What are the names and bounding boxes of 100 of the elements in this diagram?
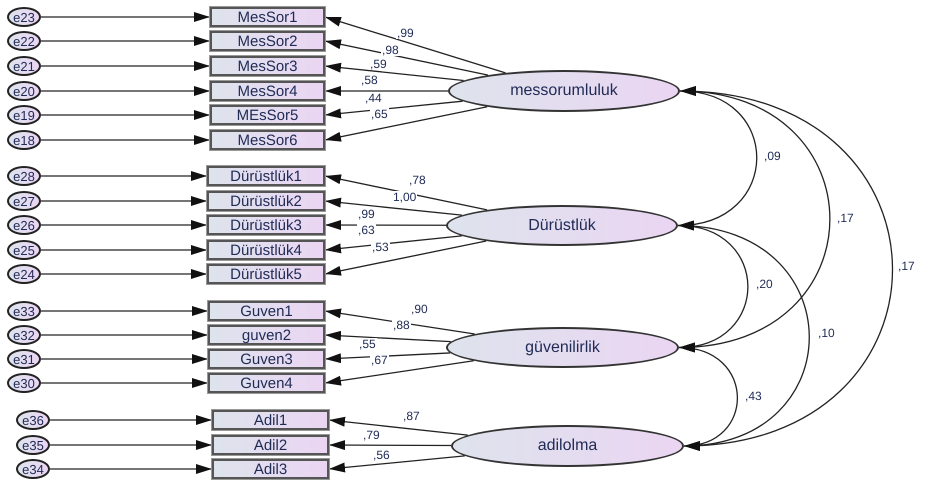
- error-term-circle: e35: [16, 435, 50, 455]
- arrow: [324, 308, 475, 335]
- latent-variable-ellipse: Dürüstlük: [446, 205, 678, 246]
- arrow: [50, 464, 212, 474]
- arrow: [41, 330, 208, 340]
- edge-label: 1,00: [392, 191, 418, 203]
- edge-label: ,90: [410, 303, 429, 315]
- error-term-circle: e30: [7, 373, 41, 393]
- indicator-box: Dürüstlük4: [207, 240, 325, 260]
- arrow: [50, 415, 212, 425]
- indicator-box: MesSor4: [210, 81, 325, 101]
- latent-variable-ellipse: güvenilirlik: [446, 327, 679, 368]
- edge-label: ,78: [408, 174, 427, 186]
- arrow: [324, 39, 488, 76]
- edge-label: ,99: [396, 27, 415, 39]
- arrow: [41, 306, 208, 316]
- error-term-circle: e36: [16, 410, 50, 430]
- edge-label: ,44: [364, 92, 383, 104]
- error-term-circle: e31: [7, 349, 41, 369]
- arrow: [41, 354, 208, 364]
- error-term-circle: e25: [7, 240, 41, 260]
- error-term-circle: e32: [7, 325, 41, 345]
- covariance-arrow: [678, 344, 738, 450]
- indicator-box: guven2: [208, 325, 325, 345]
- edge-label: ,98: [381, 44, 400, 56]
- latent-variable-ellipse: adilolma: [451, 425, 684, 467]
- arrow: [325, 220, 446, 230]
- edge-label: ,17: [836, 212, 855, 224]
- error-term-circle: e19: [7, 105, 41, 125]
- indicator-box: Dürüstlük2: [207, 191, 325, 211]
- arrow: [41, 269, 207, 279]
- arrow: [50, 440, 212, 450]
- edge-label: ,58: [360, 74, 379, 86]
- edge-label: ,63: [357, 224, 376, 236]
- indicator-box: Dürüstlük1: [207, 166, 325, 186]
- arrow: [41, 110, 210, 120]
- arrow: [41, 171, 207, 181]
- arrow: [41, 12, 210, 22]
- arrow: [324, 106, 488, 142]
- error-term-circle: e26: [7, 215, 41, 235]
- arrow: [41, 86, 210, 96]
- arrow: [324, 360, 474, 386]
- edge-label: ,59: [369, 58, 388, 70]
- indicator-box: Guven3: [208, 349, 325, 369]
- indicator-box: Guven1: [208, 301, 325, 321]
- indicator-box: Adil2: [212, 435, 329, 455]
- arrow: [41, 36, 210, 46]
- edge-label: ,09: [763, 150, 782, 162]
- arrow: [41, 61, 210, 71]
- error-term-circle: e22: [7, 31, 41, 51]
- indicator-box: MesSor1: [210, 7, 325, 27]
- edge-label: ,17: [897, 260, 916, 272]
- edge-label: ,99: [357, 208, 376, 220]
- error-term-circle: e27: [7, 191, 41, 211]
- error-term-circle: e20: [7, 81, 41, 101]
- indicator-box: Guven4: [208, 373, 325, 393]
- edge-label: ,67: [370, 354, 389, 366]
- edge-label: ,53: [371, 241, 390, 253]
- arrow: [41, 378, 208, 388]
- indicator-box: Dürüstlük5: [207, 264, 325, 284]
- error-term-circle: e28: [7, 166, 41, 186]
- indicator-box: Adil3: [212, 459, 329, 479]
- arrow: [324, 235, 462, 254]
- arrow: [324, 100, 463, 118]
- edge-label: ,79: [362, 429, 381, 441]
- arrow: [41, 245, 207, 255]
- indicator-box: MesSor2: [210, 31, 325, 51]
- indicator-box: MesSor3: [210, 56, 325, 76]
- error-term-circle: e24: [7, 264, 41, 284]
- error-term-circle: e34: [16, 459, 50, 479]
- edge-label: ,88: [392, 319, 411, 331]
- edge-label: ,20: [755, 278, 774, 290]
- indicator-box: MesSor6: [210, 130, 325, 150]
- arrow: [328, 455, 465, 472]
- edge-label: ,43: [744, 390, 763, 402]
- arrow: [324, 240, 486, 276]
- arrow: [324, 62, 464, 82]
- error-term-circle: e33: [7, 301, 41, 321]
- arrow: [324, 198, 462, 216]
- indicator-box: Dürüstlük3: [207, 215, 325, 235]
- edge-label: ,55: [358, 338, 377, 350]
- arrow: [324, 352, 450, 364]
- arrow: [41, 220, 207, 230]
- error-term-circle: e23: [7, 7, 41, 27]
- arrow: [41, 135, 210, 145]
- arrow: [325, 86, 448, 96]
- arrow: [324, 174, 488, 210]
- latent-variable-ellipse: messorumluluk: [448, 70, 680, 112]
- error-term-circle: e21: [7, 56, 41, 76]
- error-term-circle: e18: [7, 130, 41, 150]
- edge-label: ,10: [817, 327, 836, 339]
- arrow: [324, 330, 451, 342]
- edge-label: ,65: [370, 108, 389, 120]
- arrow: [41, 196, 207, 206]
- arrow: [329, 440, 452, 450]
- edge-label: ,56: [372, 449, 391, 461]
- indicator-box: Adil1: [212, 410, 329, 430]
- indicator-box: MEsSor5: [210, 105, 325, 125]
- edge-label: ,87: [402, 410, 421, 422]
- arrow: [328, 416, 468, 436]
